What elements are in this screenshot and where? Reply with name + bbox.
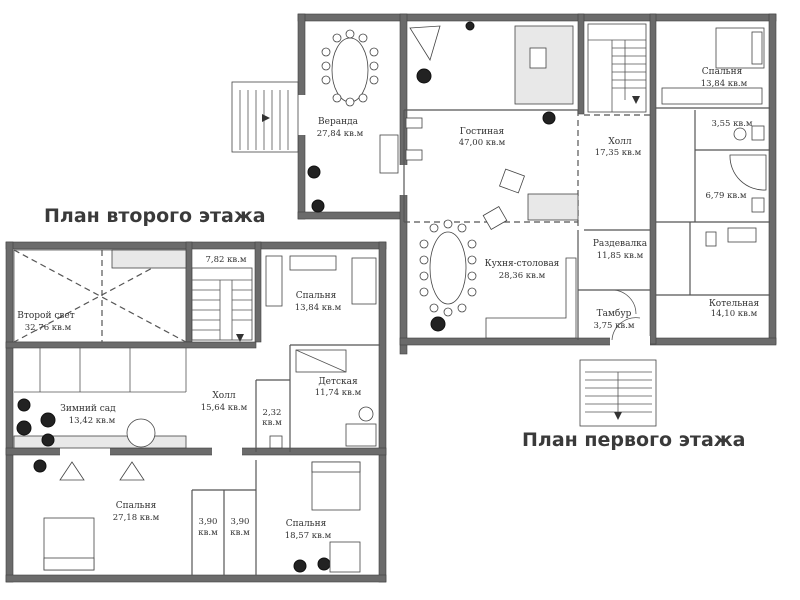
bed bbox=[289, 255, 337, 271]
boiler-area: 14,10 кв.м bbox=[711, 309, 758, 319]
first-floor-plan: Веранда 27,84 кв.м Гостиная 47,00 кв.м Х… bbox=[231, 13, 777, 427]
stair-area: 7,82 кв.м bbox=[205, 255, 246, 265]
door-swing bbox=[611, 289, 637, 315]
children-area: 11,74 кв.м bbox=[315, 388, 362, 398]
bedroom-top-name: Спальня bbox=[296, 291, 337, 301]
second-light-area: 32,76 кв.м bbox=[25, 323, 72, 333]
children-name: Детская bbox=[318, 377, 358, 387]
cloakroom-name: Раздевалка bbox=[593, 239, 648, 249]
plant-icon bbox=[16, 398, 331, 573]
closet2-area: 3,90 bbox=[231, 517, 250, 527]
hall2-name: Холл bbox=[212, 391, 236, 401]
wc-area-unit: кв.м bbox=[262, 418, 282, 428]
sink bbox=[733, 127, 747, 141]
wall bbox=[399, 337, 777, 346]
wall bbox=[297, 13, 777, 22]
arrow-icon bbox=[262, 114, 270, 122]
wall bbox=[5, 341, 257, 349]
kitchen-area: 28,36 кв.м bbox=[499, 271, 546, 281]
sofa bbox=[379, 134, 399, 174]
armchair bbox=[409, 25, 441, 61]
bed bbox=[345, 423, 377, 447]
toilet bbox=[751, 197, 765, 213]
bedroom-right-name: Спальня bbox=[286, 519, 327, 529]
bath2-area: 6,79 кв.м bbox=[705, 191, 746, 201]
winter-garden-area: 13,42 кв.м bbox=[69, 416, 116, 426]
wall bbox=[5, 241, 387, 250]
second-floor-title: План второго этажа bbox=[44, 205, 266, 227]
bed bbox=[351, 257, 377, 305]
toilet bbox=[269, 435, 283, 449]
round-table bbox=[126, 418, 156, 448]
kitchen-counter bbox=[485, 257, 577, 339]
bath1-area: 3,55 кв.м bbox=[711, 119, 752, 129]
closet1-area-unit: кв.м bbox=[198, 528, 218, 538]
wall bbox=[649, 13, 657, 345]
dining-table bbox=[331, 37, 369, 103]
vestibule-name: Тамбур bbox=[597, 308, 632, 319]
arrow-icon bbox=[614, 412, 622, 420]
wall bbox=[5, 241, 14, 583]
wall bbox=[185, 241, 193, 343]
plant-icon bbox=[307, 21, 556, 332]
hall-area: 17,35 кв.м bbox=[595, 148, 642, 158]
second-light-void bbox=[13, 249, 187, 343]
veranda-area: 27,84 кв.м bbox=[317, 129, 364, 139]
first-floor-title: План первого этажа bbox=[522, 429, 746, 451]
kitchen-name: Кухня-столовая bbox=[485, 259, 560, 269]
toilet bbox=[751, 125, 765, 141]
wall bbox=[297, 211, 407, 220]
hall2-area: 15,64 кв.м bbox=[201, 403, 248, 413]
living-area: 47,00 кв.м bbox=[459, 138, 506, 148]
kitchen-table bbox=[429, 231, 467, 305]
chair bbox=[358, 406, 374, 422]
winter-garden-name: Зимний сад bbox=[60, 404, 116, 414]
railing bbox=[111, 249, 187, 269]
bedroom-area: 13,84 кв.м bbox=[701, 79, 748, 89]
second-light-name: Второй свет bbox=[17, 311, 74, 321]
living-name: Гостиная bbox=[460, 127, 505, 137]
wall bbox=[254, 241, 262, 343]
arrow-icon bbox=[236, 334, 244, 342]
veranda-name: Веранда bbox=[318, 117, 359, 127]
bedroom-name: Спальня bbox=[702, 67, 743, 77]
lamp bbox=[59, 461, 85, 481]
wall bbox=[5, 574, 387, 583]
closet2-area-unit: кв.м bbox=[230, 528, 250, 538]
arrow-icon bbox=[632, 96, 640, 104]
wall bbox=[5, 447, 387, 456]
bedroom-right-area: 18,57 кв.м bbox=[285, 531, 332, 541]
hall-name: Холл bbox=[608, 137, 632, 147]
bedroom-big-area: 27,18 кв.м bbox=[113, 513, 160, 523]
wall bbox=[768, 13, 777, 345]
bathtub bbox=[729, 154, 767, 191]
wc-area: 2,32 bbox=[263, 408, 282, 418]
bedroom-top-area: 13,84 кв.м bbox=[295, 303, 342, 313]
armchair bbox=[482, 206, 508, 230]
bedroom-big-name: Спальня bbox=[116, 501, 157, 511]
closet1-area: 3,90 bbox=[199, 517, 218, 527]
staircase bbox=[587, 23, 647, 113]
armchair bbox=[499, 168, 525, 194]
armchair bbox=[329, 541, 361, 573]
wall bbox=[577, 13, 585, 115]
second-floor-plan: 7,82 кв.м Спальня 13,84 кв.м Второй свет… bbox=[5, 241, 387, 583]
staircase bbox=[191, 267, 253, 341]
kitchen-island bbox=[527, 193, 579, 221]
cloakroom-area: 11,85 кв.м bbox=[597, 251, 644, 261]
vestibule-area: 3,75 кв.м bbox=[593, 321, 634, 331]
boiler-name: Котельная bbox=[709, 299, 760, 309]
wall bbox=[378, 241, 387, 583]
